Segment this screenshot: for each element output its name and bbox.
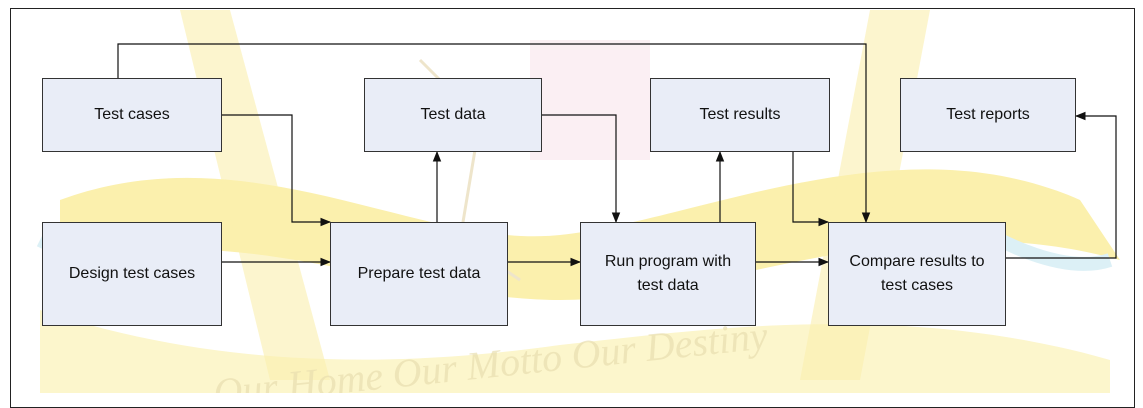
node-test-cases: Test cases: [42, 78, 222, 152]
node-label: Test data: [420, 106, 486, 123]
node-label: Design test cases: [68, 265, 196, 282]
arrow-testresults-to-compare: [792, 152, 830, 227]
node-test-results: Test results: [650, 78, 830, 152]
arrow-testcases-to-prepare: [222, 114, 332, 227]
node-label: Test reports: [946, 106, 1030, 123]
node-label: Prepare test data: [357, 265, 481, 282]
node-prepare-test-data: Prepare test data: [330, 222, 508, 326]
diagram-canvas: Our Home Our Motto Our Destiny: [10, 8, 1135, 408]
arrow-compare-to-reports: [1006, 111, 1117, 259]
node-label: Test results: [699, 106, 781, 123]
node-test-data: Test data: [364, 78, 542, 152]
arrow-testcases-to-compare: [117, 43, 871, 224]
node-design-test-cases: Design test cases: [42, 222, 222, 326]
node-label: Run program with test data: [604, 253, 732, 294]
node-compare-results: Compare results to test cases: [828, 222, 1006, 326]
node-label: Compare results to test cases: [849, 253, 985, 294]
node-run-program: Run program with test data: [580, 222, 756, 326]
node-label: Test cases: [94, 106, 170, 123]
arrow-testdata-to-run: [542, 114, 621, 224]
node-test-reports: Test reports: [900, 78, 1076, 152]
connector-layer: [117, 43, 1117, 267]
